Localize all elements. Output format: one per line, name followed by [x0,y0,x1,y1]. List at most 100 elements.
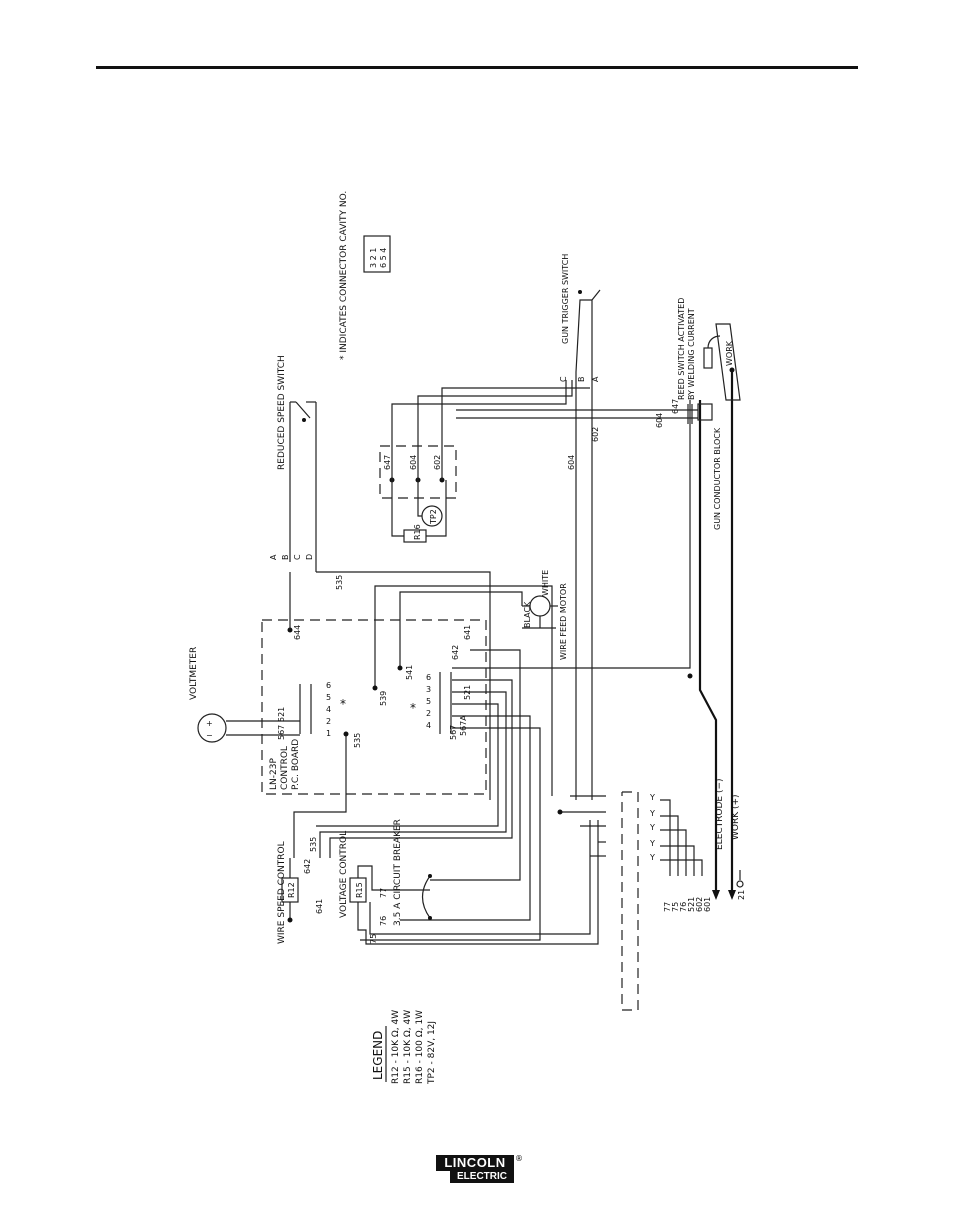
svg-text:601: 601 [703,897,712,912]
wire-feed-motor: 541 BLACK WHITE WIRE FEED MOTOR [397,570,568,680]
pc-board-outline [261,619,487,795]
svg-text:Y: Y [649,809,655,818]
svg-text:Y: Y [649,823,655,832]
svg-text:WORK: WORK [725,340,734,366]
svg-text:R12 - 10K Ω, 4W: R12 - 10K Ω, 4W [391,1010,401,1084]
circuit-breaker: 3.5 A CIRCUIT BREAKER [393,819,432,926]
logo-registered-mark: ® [515,1154,523,1163]
voltage-control-label: VOLTAGE CONTROL [339,831,349,918]
wire-speed-control-label: WIRE SPEED CONTROL [277,841,287,944]
svg-text:641: 641 [315,899,324,914]
gun-conductor-block: 604 647 REED SWITCH ACTIVATED BY WELDING… [456,298,741,530]
wire-539: 539 [372,585,553,796]
svg-text:C: C [293,554,302,560]
svg-text:−: − [206,731,213,740]
svg-text:647: 647 [671,399,680,414]
reduced-speed-switch: REDUCED SPEED SWITCH A B C D [269,355,317,572]
svg-text:567A: 567A [459,715,468,736]
r12-wire-speed-control: R12 WIRE SPEED CONTROL 641 642 535 [277,837,324,944]
welding-leads: ELECTRODE (−) WORK (+) 21 [698,367,746,900]
legend: LEGEND R12 - 10K Ω, 4W R15 - 10K Ω, 4W R… [371,1010,437,1085]
circuit-breaker-label: 3.5 A CIRCUIT BREAKER [393,819,403,926]
svg-text:4: 4 [426,721,431,730]
svg-text:TP2: TP2 [429,509,438,525]
svg-text:3 2 1: 3 2 1 [369,248,378,268]
svg-text:C: C [559,376,568,382]
svg-text:+: + [206,719,213,728]
board-output-wires: 642 641 567A 567 521 [316,400,693,941]
svg-text:5: 5 [326,693,331,702]
svg-text:*: * [340,697,346,711]
svg-text:1: 1 [326,729,331,738]
svg-text:WHITE: WHITE [541,570,550,596]
svg-text:A: A [269,554,278,560]
note-block: * INDICATES CONNECTOR CAVITY NO. 3 2 1 6… [339,191,391,360]
svg-text:3: 3 [426,685,431,694]
r16-tp2-network: 647 604 602 R16 TP2 [379,380,590,543]
wire-535: 535 535 [293,571,491,858]
svg-text:4: 4 [326,705,331,714]
electrode-label: ELECTRODE (−) [715,778,725,850]
gun-trigger-switch: GUN TRIGGER SWITCH C B A 604 602 [559,254,601,800]
svg-text:R15 - 10K Ω, 4W: R15 - 10K Ω, 4W [403,1010,413,1084]
svg-text:R16: R16 [413,524,422,540]
svg-text:539: 539 [379,691,388,706]
svg-text:75: 75 [671,902,680,912]
voltmeter-symbol [197,713,227,743]
svg-text:76: 76 [379,916,388,926]
harness-plug: Y Y Y Y Y 77 75 76 521 602 601 [557,791,712,1011]
logo-brand-bottom: ELECTRIC [450,1171,514,1183]
svg-text:521: 521 [277,707,286,722]
connector-key [363,235,391,273]
reduced-speed-switch-label: REDUCED SPEED SWITCH [277,355,287,470]
svg-text:5: 5 [426,697,431,706]
svg-text:535: 535 [353,733,362,748]
voltmeter-label: VOLTMETER [189,647,199,700]
svg-text:6: 6 [326,681,331,690]
svg-text:644: 644 [293,625,302,640]
motor-label: WIRE FEED MOTOR [559,583,568,660]
svg-text:P.C. BOARD: P.C. BOARD [291,739,301,790]
svg-text:567: 567 [449,725,458,740]
voltmeter: + − VOLTMETER 567 521 [189,647,300,743]
svg-text:CONTROL: CONTROL [280,746,290,790]
wire-644: 644 [287,572,302,640]
svg-text:604: 604 [655,413,664,428]
svg-text:2: 2 [426,709,431,718]
svg-text:BLACK: BLACK [523,601,532,628]
svg-text:R16 - 100 Ω, 1W: R16 - 100 Ω, 1W [415,1010,425,1084]
svg-text:B: B [281,555,290,561]
top-rule [96,66,858,69]
svg-text:Y: Y [649,853,655,862]
svg-text:Y: Y [649,839,655,848]
conductor-block [697,403,713,421]
svg-text:*: * [410,701,416,715]
svg-text:535: 535 [335,575,344,590]
svg-text:R12: R12 [287,882,296,898]
svg-text:521: 521 [687,897,696,912]
pc-board-label: LN-23P CONTROL P.C. BOARD [269,739,301,790]
svg-text:BY WELDING CURRENT: BY WELDING CURRENT [687,308,696,400]
legend-title: LEGEND [371,1031,385,1080]
svg-text:B: B [577,377,586,383]
motor-symbol [529,595,551,617]
connector-upper: 6 5 4 2 1 * [299,681,346,738]
svg-text:2: 2 [326,717,331,726]
svg-text:535: 535 [309,837,318,852]
svg-text:521: 521 [463,685,472,700]
work-plate [715,323,741,401]
svg-text:647: 647 [383,455,392,470]
svg-text:602: 602 [695,897,704,912]
svg-text:602: 602 [591,427,600,442]
svg-text:604: 604 [567,455,576,470]
svg-text:21: 21 [737,890,746,900]
svg-text:77: 77 [379,888,388,898]
work-plus-label: WORK (+) [731,794,741,840]
svg-text:A: A [591,376,600,382]
lincoln-electric-logo: LINCOLN ELECTRIC ® [436,1154,523,1185]
svg-text:77: 77 [663,902,672,912]
reed-switch-label: REED SWITCH ACTIVATED [677,298,686,400]
svg-text:642: 642 [451,645,460,660]
